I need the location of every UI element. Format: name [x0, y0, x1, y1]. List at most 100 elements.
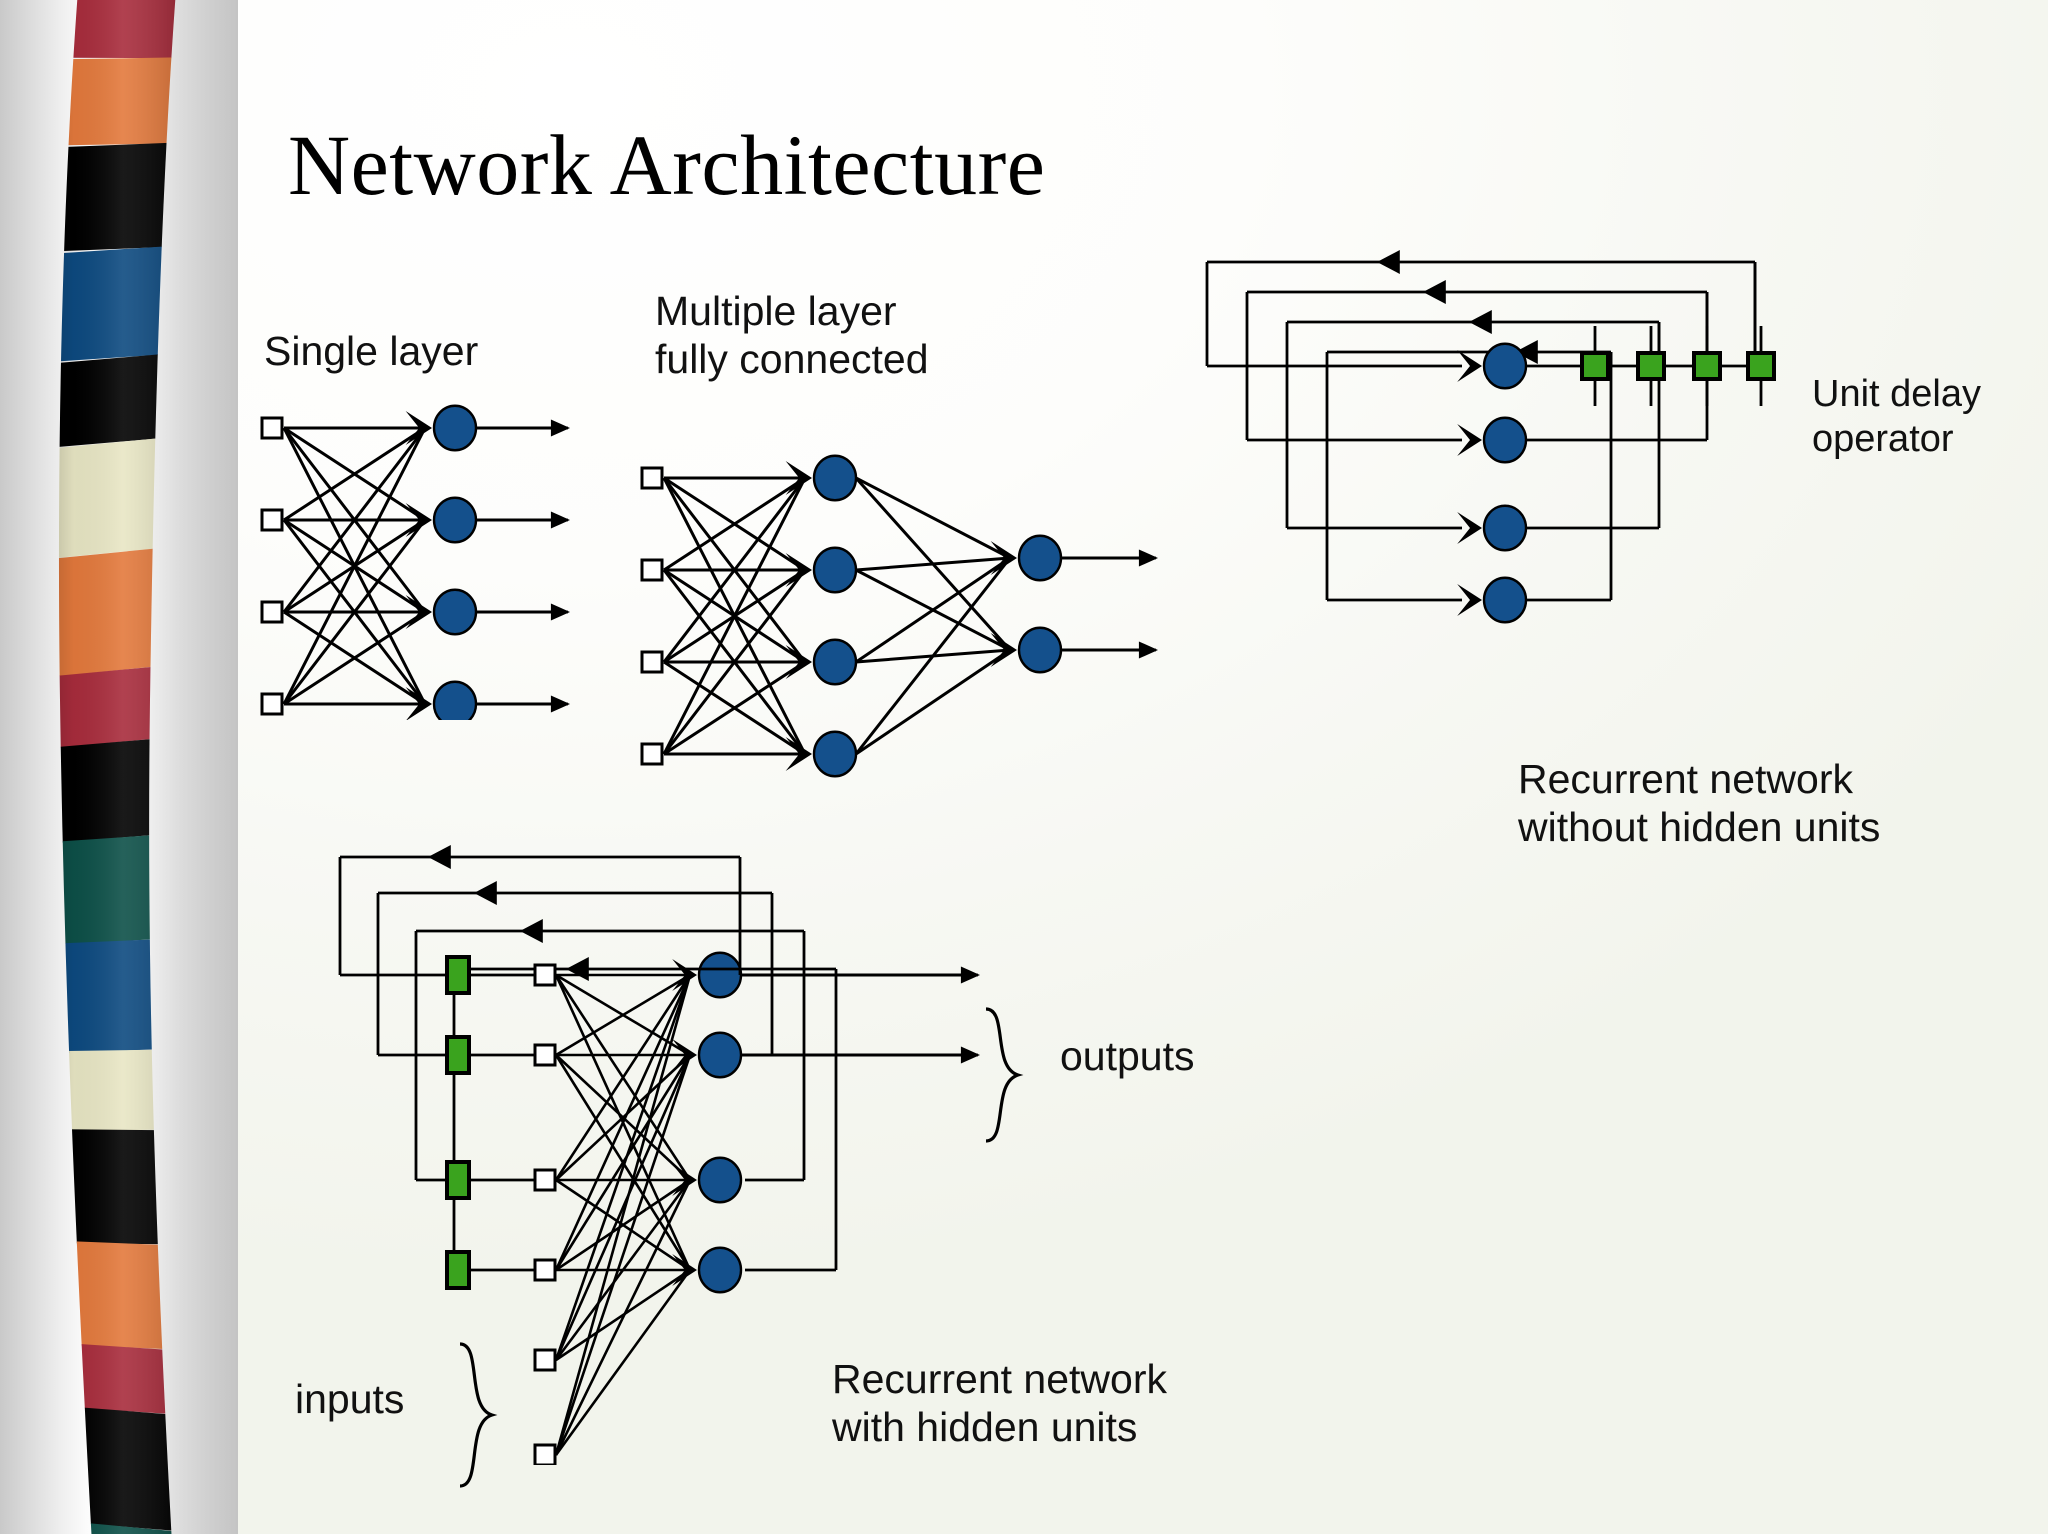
arrowhead	[550, 419, 570, 437]
unit-delay-operator	[1692, 351, 1722, 381]
synapse-arrowhead	[990, 633, 1017, 667]
arrowhead	[550, 603, 570, 621]
label-single-layer: Single layer	[264, 328, 479, 374]
single-layer-network	[260, 404, 570, 720]
input-node	[533, 1168, 557, 1192]
unit-delay-operator	[445, 1160, 471, 1200]
unit-delay-operator	[1580, 351, 1610, 381]
connection-line	[554, 1054, 692, 1456]
neuron-node	[697, 1156, 743, 1204]
synapse-arrowhead	[1457, 512, 1482, 544]
connection-line	[554, 974, 692, 1456]
connection-line	[663, 660, 806, 756]
synapse-arrowhead	[785, 737, 812, 771]
synapse-arrowhead	[405, 411, 432, 445]
arrowhead	[550, 511, 570, 529]
input-node	[260, 692, 284, 716]
neuron-node	[1482, 576, 1528, 624]
connection-line	[855, 648, 1011, 756]
neuron-node	[1482, 504, 1528, 552]
synapse-arrowhead	[672, 1164, 697, 1196]
label-outputs: outputs	[1060, 1033, 1195, 1079]
neuron-node	[812, 454, 858, 502]
inputs-brace	[459, 1342, 498, 1488]
neuron-node	[697, 1031, 743, 1079]
unit-delay-operator	[1746, 351, 1776, 381]
ribbon-color-bands	[58, 0, 177, 1534]
neuron-node	[432, 680, 478, 720]
feedback-arrowhead	[566, 957, 589, 981]
arrowhead	[1138, 641, 1158, 659]
neuron-node	[812, 730, 858, 778]
input-node	[640, 650, 664, 674]
input-node	[533, 1043, 557, 1067]
synapse-arrowhead	[405, 687, 432, 720]
connection-line	[554, 974, 692, 1271]
connection-line	[283, 610, 426, 706]
neuron-node	[697, 1246, 743, 1294]
connection-line	[283, 426, 426, 522]
synapse-arrowhead	[672, 1039, 697, 1071]
input-node	[533, 963, 557, 987]
connection-line	[854, 557, 1012, 755]
connection-line	[554, 1269, 692, 1456]
arrowhead	[1138, 549, 1158, 567]
decorative-ribbon	[0, 0, 238, 1534]
feedback-arrowhead	[520, 919, 543, 943]
connection-line	[855, 556, 1011, 572]
label-inputs: inputs	[295, 1376, 405, 1422]
connection-line	[554, 1054, 692, 1271]
synapse-arrowhead	[1457, 424, 1482, 456]
input-node	[533, 1348, 557, 1372]
connection-line	[855, 476, 1011, 560]
connection-line	[555, 1178, 691, 1272]
neuron-node	[432, 404, 478, 452]
synapse-arrowhead	[785, 553, 812, 587]
connection-line	[662, 477, 807, 755]
arrowhead	[960, 966, 980, 984]
synapse-arrowhead	[990, 541, 1017, 575]
feedback-arrowhead	[1515, 340, 1538, 364]
neuron-node	[432, 588, 478, 636]
connection-line	[282, 427, 427, 705]
connection-line	[282, 427, 427, 613]
recurrent-network-with-hidden-units	[338, 845, 980, 1465]
neuron-node	[812, 546, 858, 594]
arrowhead	[960, 1046, 980, 1064]
connection-line	[855, 556, 1011, 664]
input-node	[533, 1443, 557, 1465]
unit-delay-operator	[445, 1035, 471, 1075]
feedback-arrowhead	[474, 881, 497, 905]
recurrent-network-without-hidden-units	[1205, 250, 1776, 624]
input-node	[260, 416, 284, 440]
connection-line	[554, 974, 692, 1181]
connection-line	[663, 476, 806, 572]
connection-line	[662, 477, 807, 663]
connection-line	[554, 1179, 692, 1361]
input-node	[260, 508, 284, 532]
label-recurrent-with-hidden: Recurrent network with hidden units	[832, 1356, 1167, 1451]
connection-line	[282, 519, 427, 705]
multiple-layer-fully-connected-network	[640, 454, 1158, 778]
feedback-arrowhead	[1423, 280, 1446, 304]
synapse-arrowhead	[785, 645, 812, 679]
input-node	[640, 558, 664, 582]
outputs-brace	[985, 1007, 1024, 1143]
neuron-node	[1017, 626, 1063, 674]
synapse-arrowhead	[405, 595, 432, 629]
connection-line	[554, 1054, 692, 1361]
connection-line	[662, 569, 807, 755]
unit-delay-operator	[1636, 351, 1666, 381]
label-multiple-layer: Multiple layer fully connected	[655, 288, 929, 383]
synapse-arrowhead	[672, 959, 697, 991]
synapse-arrowhead	[1457, 584, 1482, 616]
connection-line	[555, 1054, 691, 1181]
synapse-arrowhead	[785, 461, 812, 495]
page-title: Network Architecture	[288, 117, 1046, 213]
synapse-arrowhead	[405, 503, 432, 537]
input-node	[640, 466, 664, 490]
input-node	[640, 742, 664, 766]
neuron-node	[432, 496, 478, 544]
feedback-arrowhead	[428, 845, 451, 869]
